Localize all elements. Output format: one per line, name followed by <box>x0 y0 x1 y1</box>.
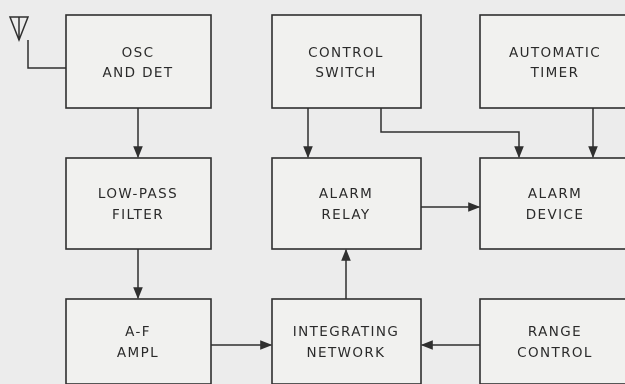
antenna-icon <box>8 16 66 69</box>
alarm-relay-label-line-2: RELAY <box>321 207 370 223</box>
alarm-relay-label-line-1: ALARM <box>319 186 373 202</box>
automatic-timer-label-line-2: TIMER <box>530 65 580 81</box>
osc-det-label-line-2: AND DET <box>103 65 174 81</box>
alarm-device-label-line-1: ALARM <box>528 186 582 202</box>
range-control-label-line-2: CONTROL <box>517 345 593 361</box>
control-switch-label-line-2: SWITCH <box>315 65 376 81</box>
integrating-network-block: INTEGRATING NETWORK <box>271 298 422 384</box>
alarm-device-label-line-2: DEVICE <box>526 207 585 223</box>
af-ampl-label-line-1: A-F <box>125 324 151 340</box>
osc-det-block: OSC AND DET <box>65 14 212 109</box>
af-ampl-label-line-2: AMPL <box>117 345 159 361</box>
integrating-network-label-line-2: NETWORK <box>307 345 386 361</box>
af-ampl-block: A-F AMPL <box>65 298 212 384</box>
osc-det-label-line-1: OSC <box>122 45 155 61</box>
range-control-block: RANGE CONTROL <box>479 298 625 384</box>
alarm-relay-block: ALARM RELAY <box>271 157 422 250</box>
integrating-network-label-line-1: INTEGRATING <box>293 324 400 340</box>
low-pass-filter-label-line-1: LOW-PASS <box>98 186 178 202</box>
control-switch-label-line-1: CONTROL <box>308 45 384 61</box>
automatic-timer-label-line-1: AUTOMATIC <box>509 45 601 61</box>
alarm-device-block: ALARM DEVICE <box>479 157 625 250</box>
control-switch-block: CONTROL SWITCH <box>271 14 422 109</box>
low-pass-filter-block: LOW-PASS FILTER <box>65 157 212 250</box>
low-pass-filter-label-line-2: FILTER <box>112 207 164 223</box>
range-control-label-line-1: RANGE <box>528 324 582 340</box>
switch-to-device-arrow <box>380 108 524 159</box>
automatic-timer-block: AUTOMATIC TIMER <box>479 14 625 109</box>
